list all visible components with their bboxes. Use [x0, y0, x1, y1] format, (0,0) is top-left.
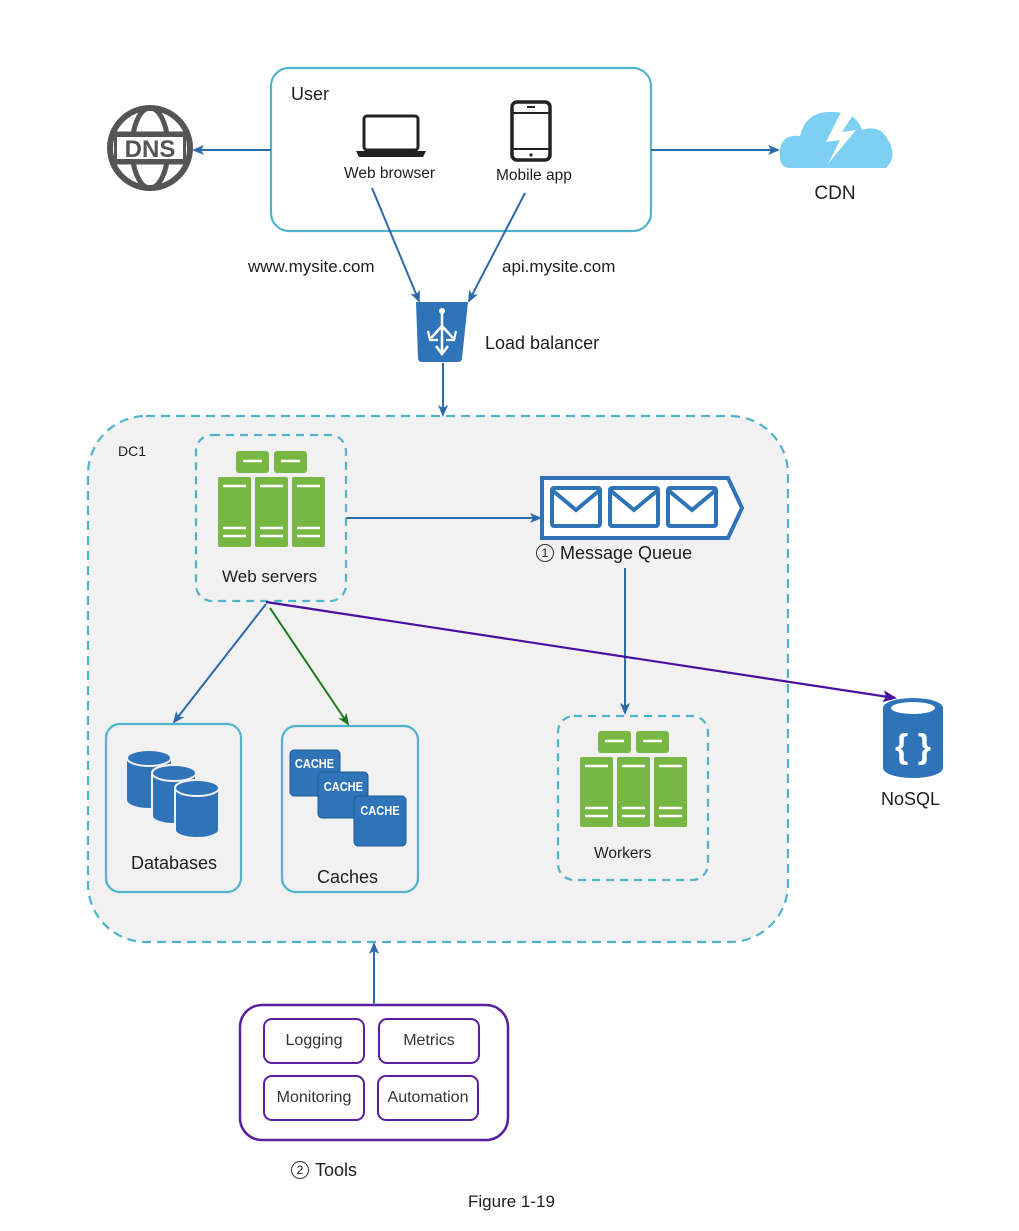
- mobile-app-label: Mobile app: [496, 167, 572, 184]
- databases-label: Databases: [131, 853, 218, 873]
- web-browser-label: Web browser: [344, 165, 436, 182]
- cache-icon-text: CACHE: [295, 756, 334, 771]
- caches-label: Caches: [317, 867, 379, 887]
- workers-box: [556, 714, 710, 882]
- tool-metrics: Metrics: [378, 1018, 480, 1064]
- cloud-lightning-icon: [779, 104, 893, 168]
- arrow-web-to-caches: [269, 607, 350, 726]
- cache-icon: [289, 749, 407, 847]
- laptop-icon: [356, 114, 426, 157]
- cache-icon-text: CACHE: [360, 803, 399, 818]
- database-cylinders-icon: [126, 749, 220, 839]
- tool-monitoring: Monitoring: [263, 1075, 365, 1121]
- arrow-mobile-to-lb: [468, 192, 526, 303]
- cdn-label: CDN: [814, 183, 855, 204]
- mobile-phone-icon: [510, 100, 552, 162]
- step-number-badge: 1: [536, 544, 554, 562]
- step-number-badge: 2: [291, 1161, 309, 1179]
- arrows: [172, 145, 897, 1005]
- arrow-web-to-nosql: [265, 600, 897, 703]
- web-servers-box: [194, 433, 348, 603]
- svg-text:{ }: { }: [895, 728, 931, 766]
- figure-caption: Figure 1-19: [468, 1192, 555, 1211]
- message-queue-text: Message Queue: [560, 543, 693, 563]
- load-balancer-label: Load balancer: [485, 333, 600, 353]
- globe-icon: [107, 105, 193, 191]
- load-balancer-icon: [416, 302, 468, 362]
- dns-label: DNS: [125, 136, 176, 163]
- arrow-web-to-databases: [172, 603, 267, 724]
- message-queue-label: 1 Message Queue: [536, 543, 692, 564]
- nosql-database-icon: { }: [883, 698, 943, 778]
- tool-automation: Automation: [377, 1075, 479, 1121]
- cache-icon-text: CACHE: [324, 779, 363, 794]
- api-domain-label: api.mysite.com: [502, 257, 616, 276]
- arrow-browser-to-lb: [371, 187, 420, 303]
- nosql-label: NoSQL: [881, 789, 941, 809]
- workers-label: Workers: [594, 845, 652, 862]
- user-group-title: User: [291, 84, 330, 104]
- web-domain-label: www.mysite.com: [248, 257, 375, 276]
- envelope-queue-icon: [540, 476, 745, 540]
- tools-text: Tools: [315, 1160, 358, 1180]
- tool-logging: Logging: [263, 1018, 365, 1064]
- datacenter-label: DC1: [118, 443, 147, 459]
- web-servers-label: Web servers: [222, 567, 318, 586]
- tools-label: 2 Tools: [291, 1160, 357, 1181]
